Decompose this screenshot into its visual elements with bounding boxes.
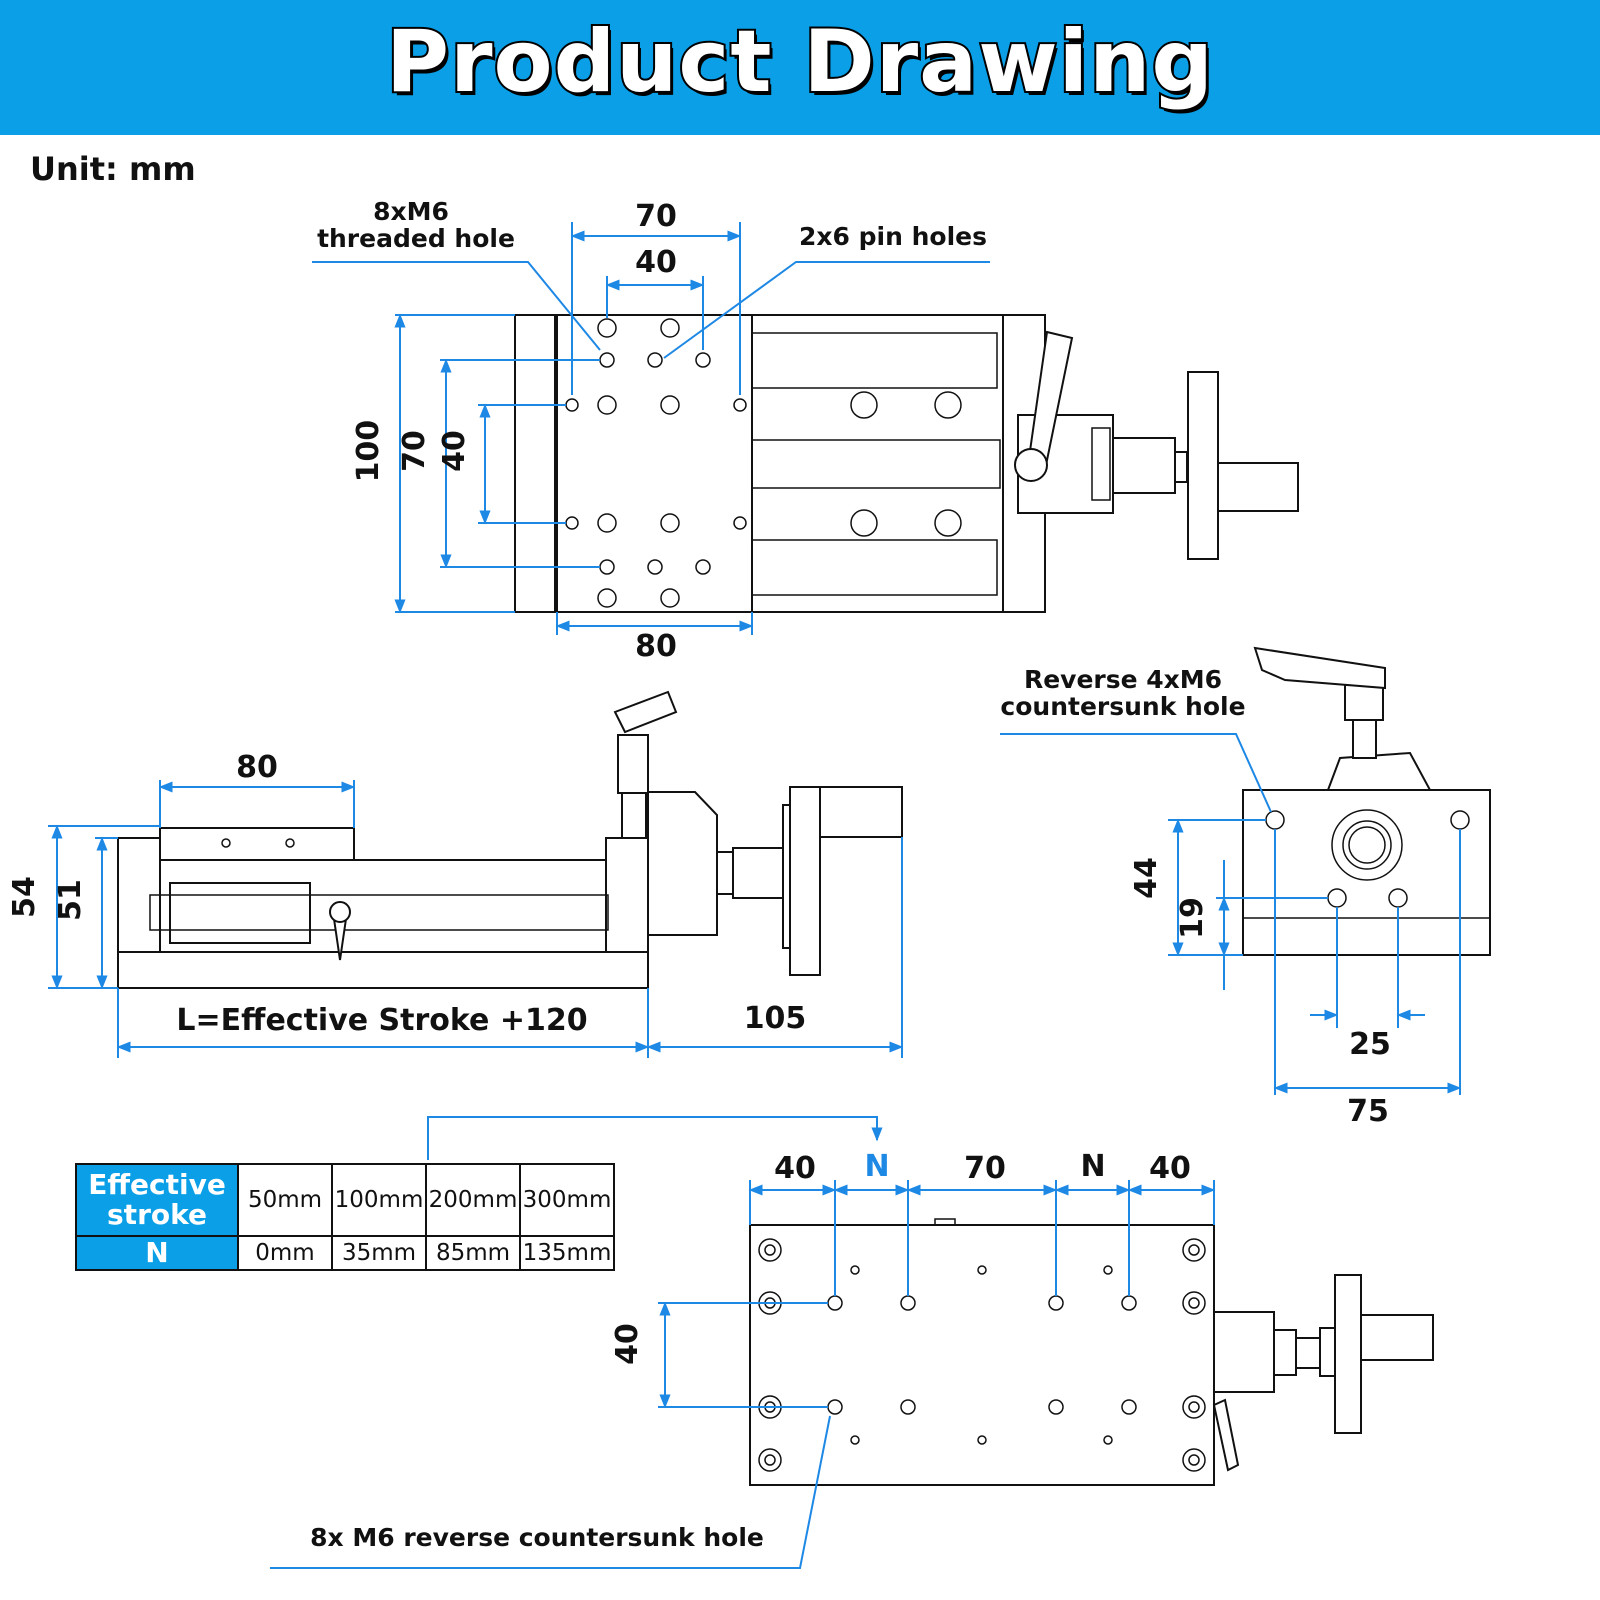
- bottom-dim-70: 70: [964, 1151, 1006, 1186]
- end-dim-75: 75: [1347, 1094, 1389, 1129]
- top-dim-70-vertical: 70: [397, 430, 432, 472]
- end-dim-25: 25: [1349, 1027, 1391, 1062]
- threaded-hole-note-line2: threaded hole: [317, 224, 515, 253]
- bottom-dim-n-right: N: [1080, 1149, 1105, 1184]
- side-dim-51: 51: [53, 879, 88, 921]
- table-cell: 135mm: [519, 1235, 615, 1271]
- top-dim-80: 80: [635, 629, 677, 664]
- table-header-line1: Effective: [88, 1168, 226, 1201]
- side-view-dimensions: [48, 780, 904, 1058]
- table-cell: 200mm: [425, 1163, 521, 1237]
- bottom-view-dimensions: [270, 1116, 1216, 1569]
- table-row: Effective stroke 50mm 100mm 200mm 300mm: [75, 1163, 615, 1237]
- top-view-holes: [565, 318, 962, 608]
- table-cell: 0mm: [237, 1235, 333, 1271]
- table-cell: 50mm: [237, 1163, 333, 1237]
- pin-holes-note: 2x6 pin holes: [799, 222, 987, 251]
- header-banner: Product Drawing: [0, 0, 1600, 135]
- table-row: N 0mm 35mm 85mm 135mm: [75, 1235, 615, 1271]
- table-cell: 35mm: [331, 1235, 427, 1271]
- table-cell: 300mm: [519, 1163, 615, 1237]
- side-dim-105: 105: [744, 1001, 807, 1036]
- reverse-hole-note-line1: Reverse 4xM6: [1024, 665, 1222, 694]
- side-dim-54: 54: [7, 876, 42, 918]
- stroke-table: Effective stroke 50mm 100mm 200mm 300mm …: [75, 1163, 615, 1271]
- table-header-n: N: [75, 1235, 239, 1271]
- top-view: 70 40 80 100 70 40 8xM6 threaded hole 2x…: [312, 197, 1299, 664]
- end-view: Reverse 4xM6 countersunk hole 44 19 25 7…: [1000, 646, 1491, 1129]
- table-cell: 85mm: [425, 1235, 521, 1271]
- top-dim-40-vertical: 40: [437, 430, 472, 472]
- end-dim-44: 44: [1129, 857, 1164, 899]
- end-view-dimensions: [1000, 733, 1462, 1095]
- side-dim-length: L=Effective Stroke +120: [176, 1003, 587, 1038]
- table-header-effective-stroke: Effective stroke: [75, 1163, 239, 1237]
- side-view: 80 54 51 L=Effective Stroke +120 105: [7, 690, 904, 1058]
- side-dim-80: 80: [236, 750, 278, 785]
- unit-label: Unit: mm: [30, 150, 196, 188]
- top-dim-70: 70: [635, 199, 677, 234]
- top-view-dimensions: [312, 222, 990, 635]
- threaded-hole-note-line1: 8xM6: [373, 197, 449, 226]
- top-dim-100: 100: [351, 420, 386, 483]
- end-dim-19: 19: [1175, 897, 1210, 939]
- bottom-dim-n-left: N: [864, 1149, 889, 1184]
- table-cell: 100mm: [331, 1163, 427, 1237]
- page-title: Product Drawing: [384, 10, 1215, 114]
- table-header-line2: stroke: [107, 1198, 207, 1231]
- reverse-hole-note-line2: countersunk hole: [1000, 692, 1245, 721]
- bottom-dim-40-left: 40: [774, 1151, 816, 1186]
- top-dim-40: 40: [635, 245, 677, 280]
- bottom-holes-note: 8x M6 reverse countersunk hole: [310, 1523, 764, 1552]
- bottom-dim-40-right: 40: [1149, 1151, 1191, 1186]
- bottom-dim-40-vertical: 40: [610, 1323, 645, 1365]
- bottom-view: 40 N 70 N 40 40 8x M6 reverse countersun…: [270, 1116, 1434, 1569]
